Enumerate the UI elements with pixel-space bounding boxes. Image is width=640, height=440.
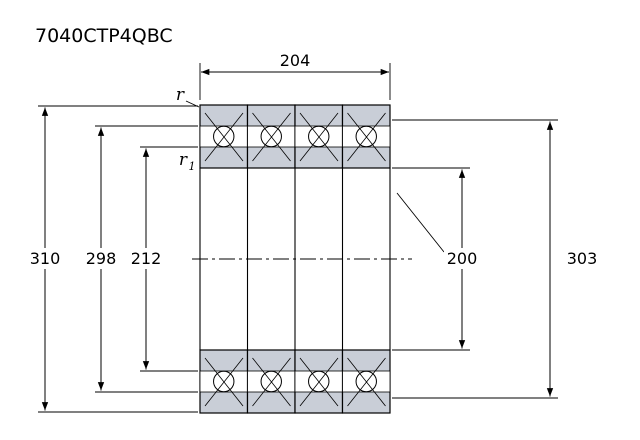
bearing-unit xyxy=(341,349,391,414)
dim-shoulder-298-label: 298 xyxy=(86,249,117,268)
bearing-unit xyxy=(199,349,249,414)
dimension-shoulder-303: 303 xyxy=(392,119,598,399)
chamfer-r1-subscript: 1 xyxy=(189,160,196,173)
dimension-shoulder-212: 212 xyxy=(128,146,198,372)
chamfer-labels: r r 1 xyxy=(176,85,200,173)
dim-width-label: 204 xyxy=(280,51,311,70)
bearing-unit xyxy=(246,349,296,414)
bearing-unit xyxy=(246,104,296,169)
dimension-width: 204 xyxy=(199,51,391,100)
dimension-bore: 200 xyxy=(392,167,480,351)
chamfer-r1-label: r xyxy=(179,150,188,170)
bearing-row-bottom xyxy=(199,349,391,414)
dim-shoulder-212-label: 212 xyxy=(131,249,162,268)
drawing-title: 7040CTP4QBC xyxy=(35,25,173,47)
dimension-outer-diameter: 310 xyxy=(27,105,198,413)
dim-outer-diameter-label: 310 xyxy=(30,249,61,268)
bore-leader-line xyxy=(396,192,445,253)
dimension-shoulder-298: 298 xyxy=(83,125,198,393)
dim-bore-label: 200 xyxy=(447,249,478,268)
chamfer-r-label: r xyxy=(176,85,185,105)
bearing-row-top xyxy=(199,104,391,169)
bearing-unit xyxy=(199,104,249,169)
bearing-ring-bodies xyxy=(199,168,391,350)
bearing-unit xyxy=(294,349,344,414)
bearing-unit xyxy=(341,104,391,169)
dim-shoulder-303-label: 303 xyxy=(567,249,598,268)
bearing-unit xyxy=(294,104,344,169)
